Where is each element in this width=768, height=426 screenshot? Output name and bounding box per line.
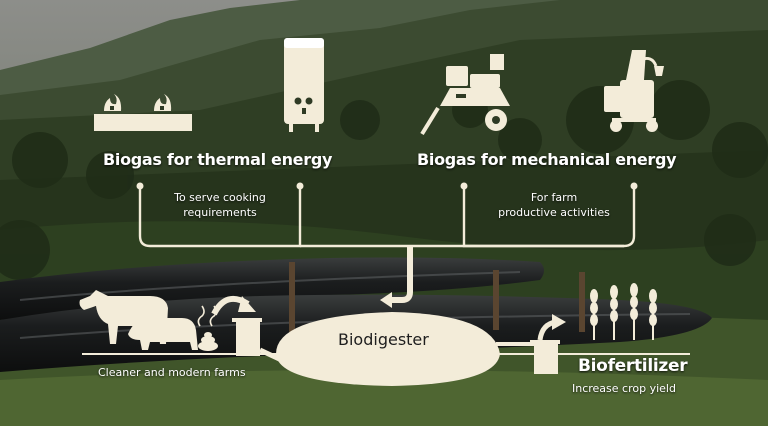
cooking-stove-icon [94,94,192,131]
thermal-energy-description: To serve cooking requirements [160,190,280,220]
milking-machine-icon [604,50,664,132]
mechanical-desc-line-2: productive activities [498,206,610,219]
energy-connectors [138,186,636,248]
cow-icon [79,290,168,344]
biodigester-icon [276,312,500,386]
biodigester-label: Biodigester [338,330,429,349]
thermal-desc-line-1: To serve cooking [174,191,266,204]
milling-machine-icon [420,54,510,136]
thermal-energy-title: Biogas for thermal energy [103,150,333,169]
inlet-tank-icon [232,318,262,356]
water-heater-icon [284,38,324,132]
mechanical-energy-title: Biogas for mechanical energy [417,150,677,169]
farms-label: Cleaner and modern farms [98,366,246,379]
mechanical-desc-line-1: For farm [530,191,578,204]
pig-icon [128,318,198,350]
outlet-tank-icon [530,340,560,374]
biofertilizer-description: Increase crop yield [572,382,676,395]
biofertilizer-title: Biofertilizer [578,356,688,376]
crops-icon [590,283,657,340]
thermal-desc-line-2: requirements [183,206,257,219]
manure-icon [197,305,218,351]
mechanical-energy-description: For farm productive activities [494,190,614,220]
